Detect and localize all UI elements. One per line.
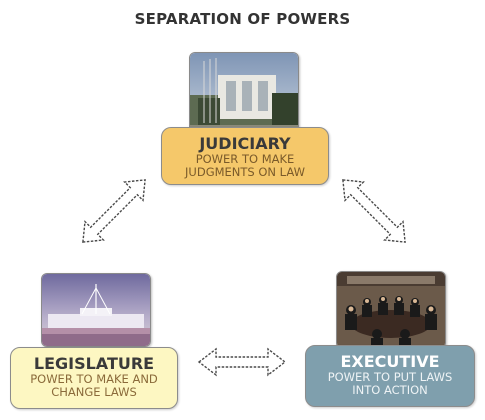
legislature-desc-line1: POWER TO MAKE AND — [30, 372, 158, 386]
legislature-title: LEGISLATURE — [33, 354, 155, 373]
judiciary-photo — [189, 52, 299, 134]
executive-box: EXECUTIVE POWER TO PUT LAWS INTO ACTION — [305, 345, 475, 407]
executive-title: EXECUTIVE — [340, 352, 440, 371]
judiciary-executive-arrow — [342, 179, 406, 243]
legislature-box: LEGISLATURE POWER TO MAKE AND CHANGE LAW… — [10, 347, 178, 409]
judiciary-title: JUDICIARY — [199, 134, 291, 153]
judiciary-desc-line2: JUDGMENTS ON LAW — [185, 165, 305, 179]
legislature-executive-arrow — [197, 347, 287, 377]
executive-desc-line1: POWER TO PUT LAWS — [327, 370, 453, 384]
judiciary-desc-line1: POWER TO MAKE — [195, 152, 295, 166]
executive-photo — [336, 271, 446, 349]
judiciary-box: JUDICIARY POWER TO MAKE JUDGMENTS ON LAW — [161, 127, 329, 185]
diagram-title: SEPARATION OF POWERS — [134, 10, 351, 28]
legislature-desc-line2: CHANGE LAWS — [51, 385, 137, 399]
legislature-photo — [41, 273, 151, 347]
judiciary-legislature-arrow — [82, 179, 146, 243]
executive-desc-line2: INTO ACTION — [352, 383, 428, 397]
